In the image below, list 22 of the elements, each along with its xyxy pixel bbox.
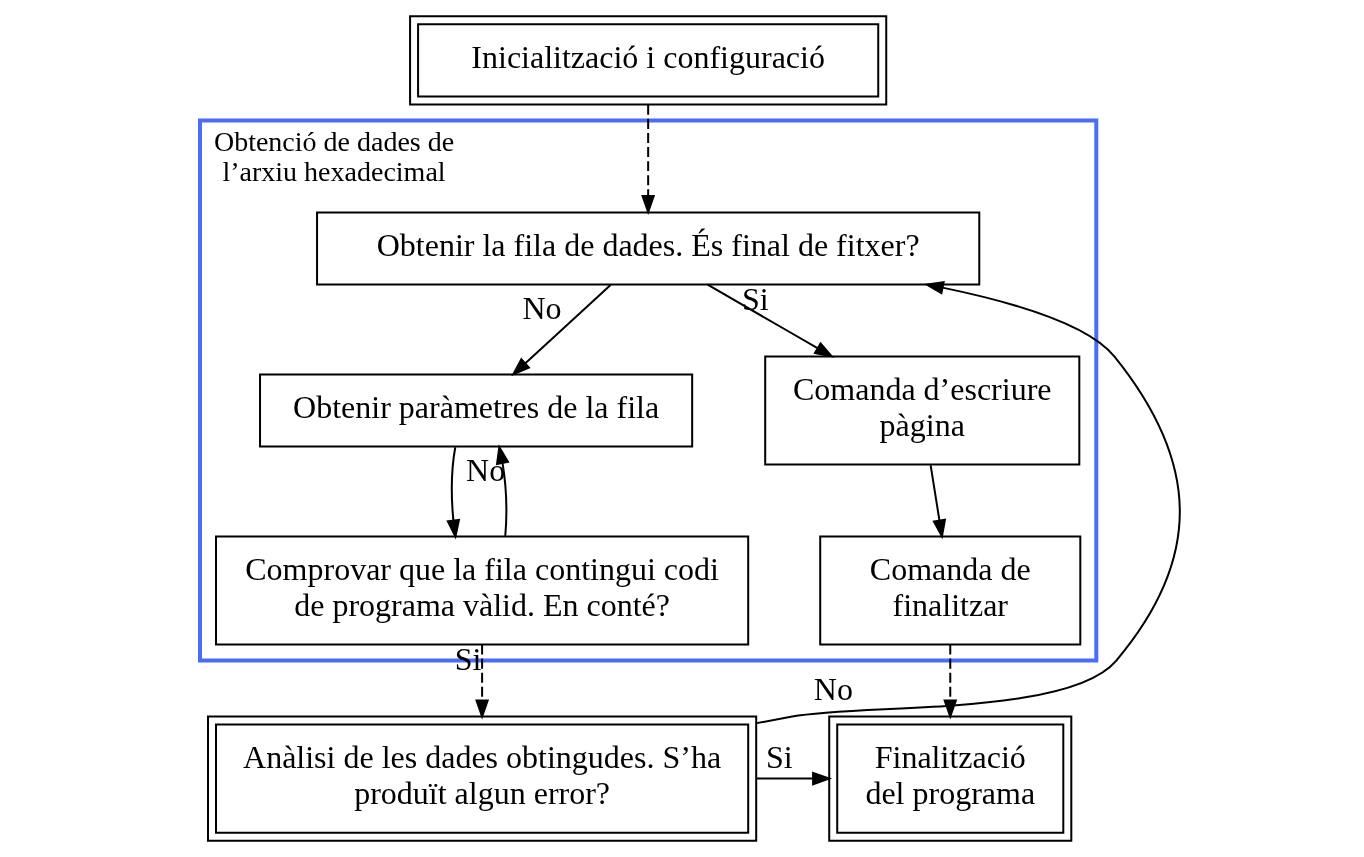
edge-label: No [813,671,853,708]
arrow [495,444,510,538]
edge-label: No [466,452,506,489]
arrow [929,464,947,540]
arrow [475,643,490,720]
arrow [641,104,656,215]
arrow [755,280,1181,725]
arrow [943,643,958,720]
node-box: Finalització del programa [828,715,1073,842]
arrow [446,446,461,540]
node-box: Anàlisi de les dades obtingudes. S’ha produït algun error? [207,715,758,842]
node-box: Obtenir paràmetres de la fila [259,373,694,448]
node-box: Comanda de finalitzar [819,535,1082,646]
edge-label: No [522,290,562,327]
node-box: Inicialització i configuració [409,15,888,106]
arrow [511,283,612,377]
arrow [755,771,833,786]
node-box: Comprovar que la fila contingui codi de programa vàlid. En conté? [215,535,750,646]
edge-label: Si [765,739,793,776]
node-box: Comanda d’escriure pàgina [764,355,1081,466]
node-box: Obtenir la fila de dades. És final de fitxer? [316,211,981,286]
arrow [706,283,835,358]
